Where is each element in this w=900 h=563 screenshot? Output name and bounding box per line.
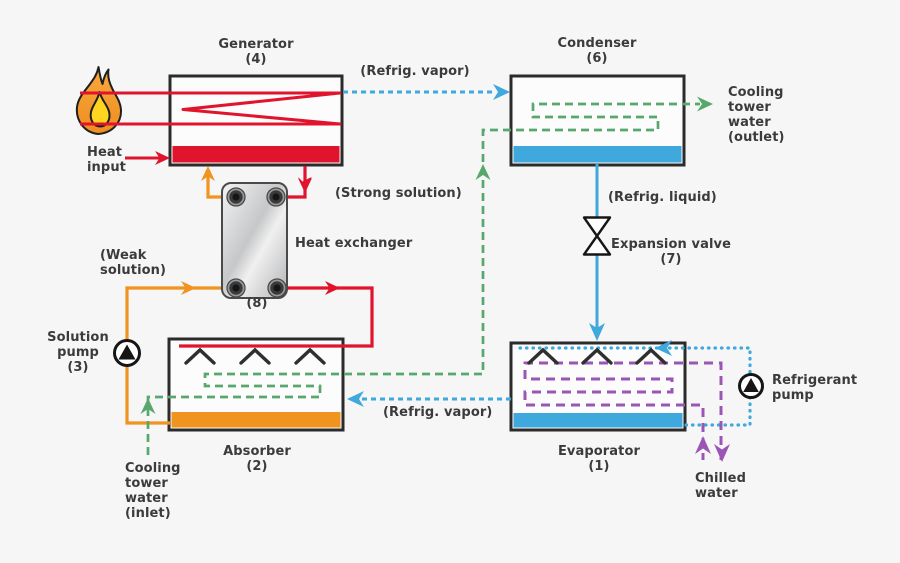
solution-pump-icon: [113, 339, 141, 367]
weak-solution-label: (Weak solution): [100, 248, 167, 278]
hx-port-bottom-left: [226, 278, 246, 298]
condenser-vessel: [509, 74, 686, 167]
strong-solution-label: (Strong solution): [335, 186, 462, 201]
evaporator-title: Evaporator (1): [557, 444, 641, 474]
absorber-title: Absorber (2): [223, 444, 291, 474]
generator-title: Generator (4): [218, 37, 294, 67]
condenser-title: Condenser (6): [557, 36, 637, 66]
generator-heating-coil: [80, 91, 342, 126]
condenser-liquid-band: [513, 146, 682, 163]
chilled-water-pipe: [523, 361, 730, 462]
expansion-valve-label: Expansion valve (7): [611, 237, 731, 267]
heat-exchanger-label: Heat exchanger: [295, 236, 413, 251]
absorber-liquid-band: [171, 412, 341, 428]
refrig-vapor-bottom-label: (Refrig. vapor): [383, 405, 493, 420]
hx-port-top-right: [266, 187, 286, 207]
expansion-valve-icon: [582, 216, 612, 256]
absorber-spray-header: [179, 344, 343, 365]
refrigerant-pump-icon: [738, 373, 764, 399]
cooling-tower-outlet-label: Cooling tower water (outlet): [728, 85, 785, 145]
hx-port-bottom-right: [267, 278, 287, 298]
spray-nozzle-icons: [184, 347, 326, 365]
refrig-vapor-pipe-top: [343, 84, 510, 100]
hx-port-top-left: [226, 187, 246, 207]
heat-input-label: Heat input: [87, 145, 126, 175]
chilled-water-label: Chilled water: [695, 471, 746, 501]
evaporator-liquid-band: [513, 413, 683, 428]
heat-exchanger-body: [221, 182, 288, 299]
evaporator-vessel: [509, 341, 687, 432]
cooling-water-pipe: [140, 96, 713, 455]
refrig-vapor-top-label: (Refrig. vapor): [360, 64, 470, 79]
refrigerant-pump-label: Refrigerant pump: [772, 373, 858, 403]
refrig-vapor-pipe-bottom: [347, 391, 511, 407]
evaporator-spray-header: [527, 347, 667, 365]
heat-input-arrow: [125, 151, 170, 165]
heat-exchanger-number: (8): [246, 296, 268, 311]
generator-liquid-band: [172, 146, 340, 163]
refrig-liquid-label: (Refrig. liquid): [608, 190, 717, 205]
cooling-tower-inlet-label: Cooling tower water (inlet): [125, 461, 181, 521]
solution-pump-label: Solution pump (3): [47, 330, 109, 375]
